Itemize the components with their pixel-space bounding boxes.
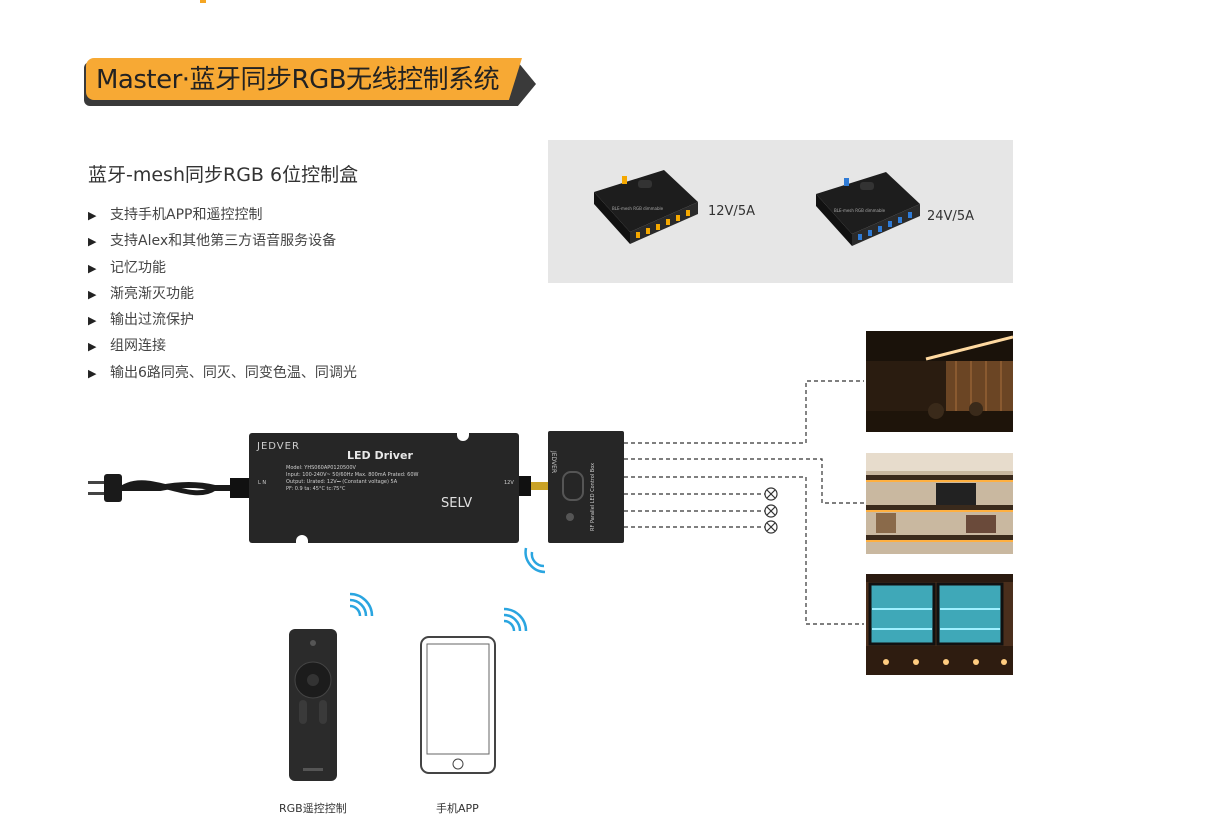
control-box-24v-image: BLE-mesh RGB dimmable xyxy=(816,172,920,246)
wireless-signal-icon xyxy=(349,592,374,617)
driver-spec-line: Model: YHS060AP0120500V xyxy=(286,465,356,471)
driver-spec-line: PF: 0.9 ta: 45°C tc:75°C xyxy=(286,486,346,492)
led-driver-image: JEDVER LED Driver Model: YHS060AP0120500… xyxy=(249,433,519,543)
title-banner xyxy=(86,58,522,100)
driver-title: LED Driver xyxy=(347,449,413,462)
application-photo-2 xyxy=(866,453,1013,554)
indicator-led xyxy=(566,513,574,521)
top-accent-mark xyxy=(200,0,206,3)
feature-item: ▶组网连接 xyxy=(88,336,357,362)
pairing-button xyxy=(562,471,584,501)
power-plug-icon xyxy=(88,474,250,502)
control-box-image: JEDVER RF Parallel LED Control Box xyxy=(548,431,624,543)
triangle-bullet-icon: ▶ xyxy=(88,366,97,380)
output-terminal-label: 12V xyxy=(504,480,514,486)
feature-item: ▶输出过流保护 xyxy=(88,310,357,336)
rating-label: 24V/5A xyxy=(927,209,974,224)
wireless-signal-icon xyxy=(524,547,546,574)
driver-spec-line: Input: 100-240V~ 50/60Hz Max. 800mA Prat… xyxy=(286,472,419,478)
feature-item: ▶支持Alex和其他第三方语音服务设备 xyxy=(88,231,357,257)
feature-item: ▶渐亮渐灭功能 xyxy=(88,284,357,310)
mounting-notch xyxy=(296,535,308,543)
control-box-brand: JEDVER xyxy=(550,451,557,474)
output-dashed-lines xyxy=(624,380,864,625)
triangle-bullet-icon: ▶ xyxy=(88,235,97,249)
triangle-bullet-icon: ▶ xyxy=(88,261,97,275)
application-photo-3 xyxy=(866,574,1013,675)
feature-list: ▶支持手机APP和遥控控制 ▶支持Alex和其他第三方语音服务设备 ▶记忆功能 … xyxy=(88,205,357,389)
svg-text:BLE-mesh RGB dimmable: BLE-mesh RGB dimmable xyxy=(612,206,664,211)
application-photo-1 xyxy=(866,331,1013,432)
product-subtitle: 蓝牙-mesh同步RGB 6位控制盒 xyxy=(88,164,359,186)
feature-item: ▶记忆功能 xyxy=(88,258,357,284)
rgb-remote-image xyxy=(289,629,337,781)
wireless-signal-icon xyxy=(503,607,528,632)
phone-caption: 手机APP xyxy=(436,802,479,815)
feature-item: ▶支持手机APP和遥控控制 xyxy=(88,205,357,231)
driver-brand: JEDVER xyxy=(257,441,300,452)
lamp-symbol-icon xyxy=(764,487,778,534)
control-box-label: RF Parallel LED Control Box xyxy=(590,462,596,531)
control-box-12v-image: BLE-mesh RGB dimmable xyxy=(594,170,698,244)
mounting-notch xyxy=(457,433,469,441)
page-title: Master·蓝牙同步RGB无线控制系统 xyxy=(96,65,500,95)
product-image-panel: BLE-mesh RGB dimmable 12V/5A BLE-mesh RG… xyxy=(548,140,1013,283)
driver-spec-line: Output: Urated: 12V⎓ (Constant voltage) … xyxy=(286,479,398,485)
triangle-bullet-icon: ▶ xyxy=(88,314,97,328)
smartphone-image xyxy=(420,636,496,774)
selv-mark: SELV xyxy=(441,496,473,511)
triangle-bullet-icon: ▶ xyxy=(88,340,97,354)
triangle-bullet-icon: ▶ xyxy=(88,209,97,222)
svg-text:BLE-mesh RGB dimmable: BLE-mesh RGB dimmable xyxy=(834,208,886,213)
rating-label: 12V/5A xyxy=(708,204,755,219)
input-terminal-label: L N xyxy=(258,480,267,486)
triangle-bullet-icon: ▶ xyxy=(88,287,97,301)
remote-caption: RGB遥控控制 xyxy=(279,802,347,815)
feature-item: ▶输出6路同亮、同灭、同变色温、同调光 xyxy=(88,363,357,389)
